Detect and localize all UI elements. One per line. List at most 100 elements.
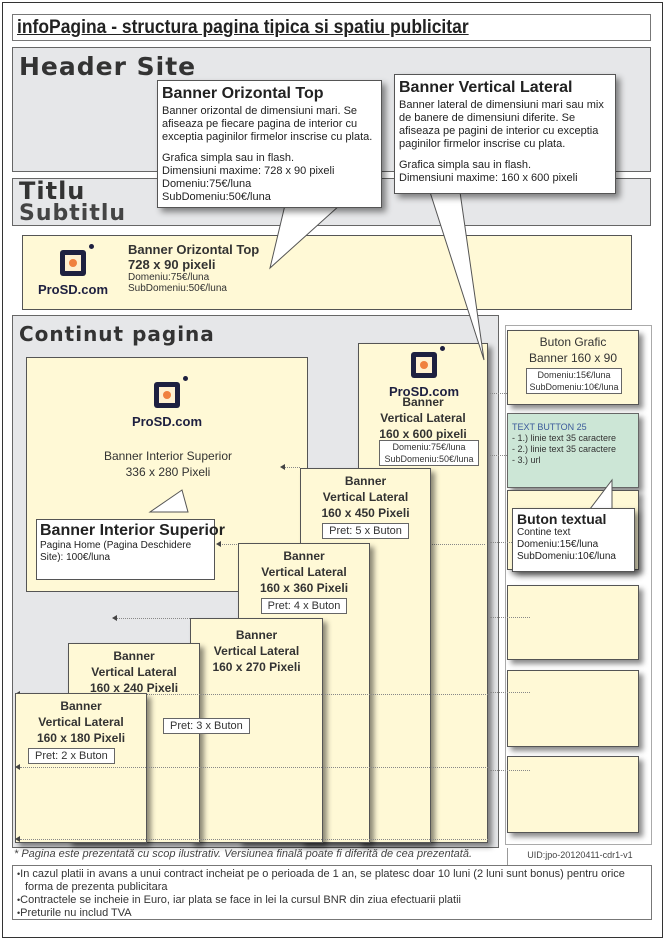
callout-pointer [588, 478, 613, 510]
callout-buton-textual: Buton textual Contine text Domeniu:15€/l… [512, 508, 635, 572]
text-button-line: - 3.) url [512, 455, 541, 465]
banner-interior-size: 336 x 280 Pixeli [125, 465, 211, 479]
note-item: In cazul platii in avans a unui contract… [17, 868, 647, 894]
banner-360-price: Pret: 4 x Buton [260, 598, 348, 614]
callout-pointer [269, 204, 342, 270]
callout-text: Domeniu:15€/luna [517, 539, 599, 550]
callout-title: Banner Orizontal Top [162, 85, 324, 102]
banner-vertical-180[interactable]: Banner Vertical Lateral 160 x 180 Pixeli… [15, 693, 147, 843]
guide-line [490, 542, 530, 543]
buton-grafic-domeniu: Domeniu:15€/luna [537, 370, 611, 380]
banner-240-line2: Vertical Lateral [91, 665, 177, 679]
banner-450-line2: Vertical Lateral [322, 490, 409, 504]
banner-450-size: 160 x 450 Pixeli [321, 506, 410, 520]
banner-270-line1: Banner [235, 628, 278, 642]
guide-line [115, 618, 190, 619]
guide-line [490, 692, 530, 693]
callout-title: Buton textual [517, 511, 607, 527]
banner-180-size: 160 x 180 Pixeli [36, 731, 126, 745]
callout-title: Banner Vertical Lateral [399, 79, 573, 96]
banner-top-domeniu: Domeniu:75€/luna [128, 272, 210, 283]
banner-240-size: 160 x 240 Pixeli [89, 681, 179, 695]
guide-line [490, 393, 507, 394]
guide-line [490, 455, 507, 456]
callout-banner-vertical-lateral: Banner Vertical Lateral Banner lateral d… [394, 74, 616, 194]
guide-line [490, 617, 530, 618]
banner-360-line2: Vertical Lateral [261, 565, 347, 579]
prosd-logo: ProSD.com [37, 244, 109, 297]
banner-450-line1: Banner [344, 474, 387, 488]
banner-180-line2: Vertical Lateral [38, 715, 124, 729]
callout-text: Pagina Home (Pagina Deschidere Site): 10… [40, 540, 192, 563]
text-button-line: - 2.) linie text 35 caractere [512, 444, 617, 454]
banner-top-subdomeniu: SubDomeniu:50€/luna [128, 283, 227, 294]
guide-line [20, 767, 490, 768]
banner-240-price: Pret: 3 x Buton [163, 718, 250, 734]
banner-600-prices: Domeniu:75€/luna SubDomeniu:50€/luna [379, 440, 479, 466]
buton-grafic-prices: Domeniu:15€/luna SubDomeniu:10€/luna [526, 368, 622, 394]
banner-interior-title: Banner Interior Superior [103, 449, 233, 463]
prosd-logo-icon [60, 244, 94, 276]
banner-top-size: 728 x 90 pixeli [128, 257, 216, 272]
logo-name: ProSD.com [37, 282, 109, 297]
logo-name: ProSD.com [388, 384, 460, 399]
subtitlu-label: Subtitlu [19, 201, 127, 226]
guide-line [20, 839, 490, 840]
banner-600-domeniu: Domeniu:75€/luna [392, 442, 466, 452]
callout-pointer [429, 191, 485, 361]
banner-orizontal-top[interactable]: ProSD.com Banner Orizontal Top 728 x 90 … [22, 235, 632, 310]
arrow-left-icon [216, 541, 221, 547]
arrow-left-icon [15, 764, 20, 770]
banner-270-line2: Vertical Lateral [213, 644, 300, 658]
text-button[interactable]: TEXT BUTTON 25 - 1.) linie text 35 carac… [507, 413, 639, 488]
callout-text: Grafica simpla sau in flash. [399, 159, 532, 171]
button-slot[interactable] [507, 756, 639, 833]
callout-text: Contine text [517, 527, 571, 538]
logo-name: ProSD.com [131, 414, 203, 429]
callout-text: SubDomeniu:10€/luna [517, 551, 616, 562]
page-title: infoPagina - structura pagina tipica si … [17, 17, 469, 38]
callout-text: SubDomeniu:50€/luna [162, 191, 271, 203]
banner-600-subdomeniu: SubDomeniu:50€/luna [384, 454, 474, 464]
banner-360-size: 160 x 360 Pixeli [259, 581, 349, 595]
header-site-label: Header Site [19, 52, 197, 81]
callout-text: Domeniu:75€/luna [162, 178, 252, 190]
callout-banner-interior-superior: Banner Interior Superior Pagina Home (Pa… [36, 519, 225, 580]
arrow-left-icon [15, 836, 20, 842]
buton-grafic-subdomeniu: SubDomeniu:10€/luna [529, 382, 619, 392]
banner-360-line1: Banner [283, 549, 325, 563]
banner-180-price: Pret: 2 x Buton [28, 748, 115, 764]
button-slot[interactable] [507, 585, 639, 660]
banner-270-size: 160 x 270 Pixeli [212, 660, 301, 674]
callout-pointer [148, 489, 189, 513]
page-title-bar: infoPagina - structura pagina tipica si … [12, 14, 651, 41]
text-button-line: - 1.) linie text 35 caractere [512, 433, 617, 443]
note-item: Contractele se incheie in Euro, iar plat… [17, 894, 647, 907]
prosd-logo: ProSD.com [131, 376, 203, 429]
banner-top-title: Banner Orizontal Top [128, 242, 260, 257]
prosd-logo-icon [411, 346, 445, 378]
callout-title: Banner Interior Superior [40, 522, 225, 539]
banner-180-line1: Banner [60, 699, 102, 713]
disclaimer-note: * Pagina este prezentată cu scop ilustra… [14, 848, 472, 860]
pricing-notes: In cazul platii in avans a unui contract… [12, 865, 652, 920]
prosd-logo: ProSD.com [388, 346, 460, 399]
buton-grafic[interactable]: Buton Grafic Banner 160 x 90 Domeniu:15€… [507, 330, 639, 405]
callout-text: Banner lateral de dimensiuni mari sau mi… [399, 99, 604, 150]
callout-text: Grafica simpla sau in flash. [162, 152, 295, 164]
banner-600-line1: Banner [402, 395, 444, 409]
banner-240-line1: Banner [113, 649, 155, 663]
button-slot[interactable] [507, 670, 639, 747]
arrow-left-icon [280, 464, 285, 470]
buton-grafic-line2: Banner 160 x 90 [528, 351, 618, 365]
note-item: Preturile nu includ TVA [17, 907, 647, 920]
guide-line [20, 694, 490, 695]
text-button-title: TEXT BUTTON 25 [512, 422, 587, 432]
banner-600-line2: Vertical Lateral [380, 411, 466, 425]
callout-banner-orizontal-top: Banner Orizontal Top Banner orizontal de… [157, 80, 382, 208]
banner-450-price: Pret: 5 x Buton [322, 523, 409, 539]
titlu-label: Titlu [19, 177, 86, 205]
guide-line [490, 770, 530, 771]
callout-text: Banner orizontal de dimensiuni mari. Se … [162, 105, 373, 143]
